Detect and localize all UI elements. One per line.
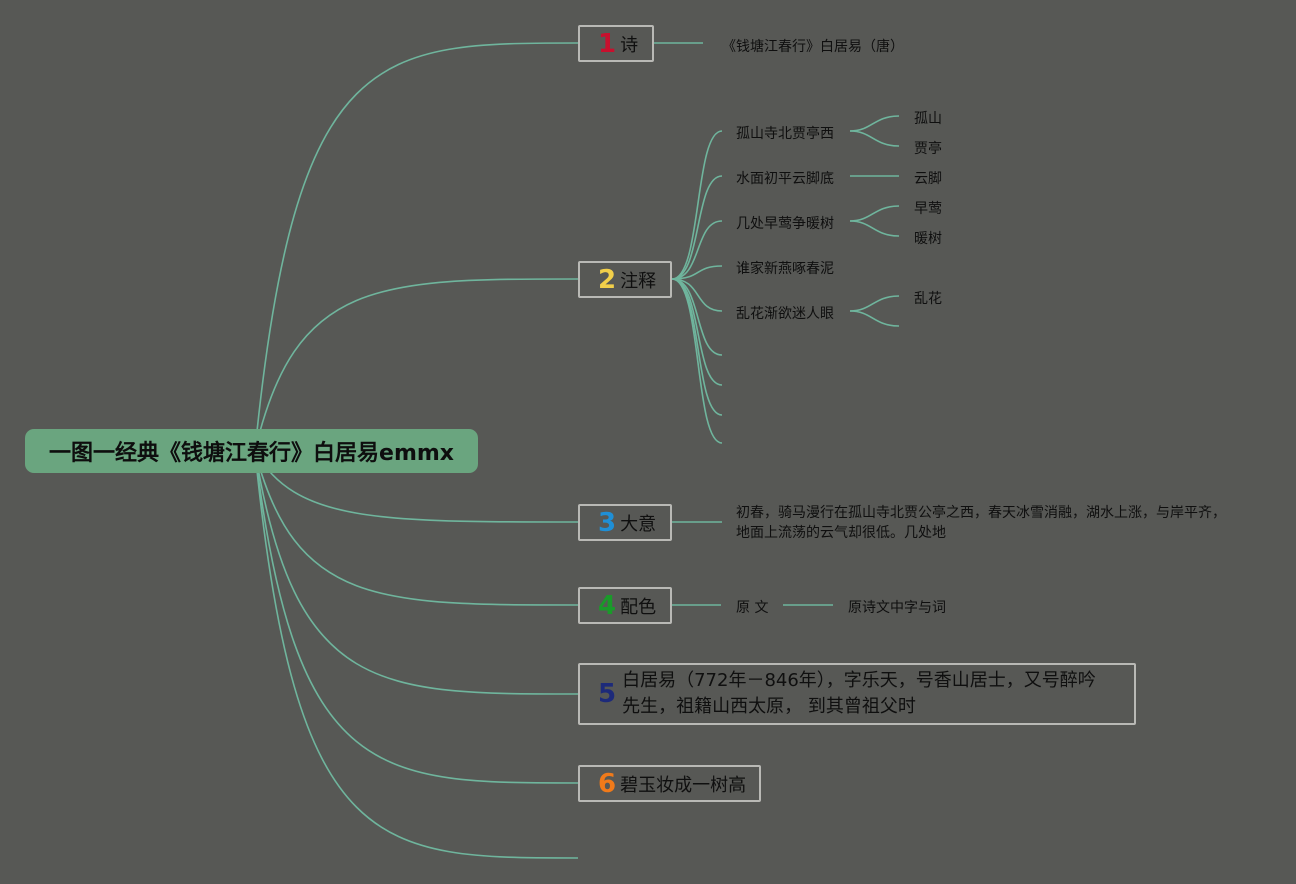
subtopic-poem-title[interactable]: 《钱塘江春行》白居易（唐） (722, 39, 904, 55)
leaf-yunjiao[interactable]: 云脚 (914, 171, 942, 187)
topic-number-5: 5 (598, 679, 617, 709)
subtopic-note-2[interactable]: 水面初平云脚底 (736, 171, 834, 187)
topic-number-4: 4 (598, 590, 617, 621)
topic-4[interactable]: 4 配色 (578, 587, 672, 624)
root-link-1 (254, 42, 579, 452)
note-link-1 (671, 130, 723, 280)
leaf-gushan[interactable]: 孤山 (914, 111, 942, 127)
root-link-4 (254, 450, 579, 606)
root-title: 一图一经典《钱塘江春行》白居易emmx (49, 441, 454, 466)
topic-label-1: 诗 (620, 34, 639, 56)
note-link-9 (671, 278, 723, 444)
root-link-5 (254, 450, 579, 695)
root-link-6 (254, 450, 579, 784)
topic-label-5: 白居易（772年－846年），字乐天，号香山居士，又号醉吟先生，祖籍山西太原， … (622, 670, 1096, 717)
topic-label-4: 配色 (620, 596, 657, 618)
topic-2[interactable]: 2 注释 (578, 261, 672, 298)
note-link-2 (671, 175, 723, 280)
note-link-4 (671, 265, 723, 280)
leaf-zaoying[interactable]: 早莺 (914, 201, 942, 217)
topic-number-3: 3 (598, 507, 617, 538)
topic-label-3: 大意 (620, 513, 657, 535)
leaf-original-words[interactable]: 原诗文中字与词 (848, 600, 946, 616)
topic-number-1: 1 (598, 28, 617, 59)
root-link-7 (254, 450, 579, 859)
leaf-link-2-1 (849, 220, 900, 237)
subtopic-original[interactable]: 原 文 (736, 600, 769, 616)
leaf-link-3-1 (849, 310, 900, 327)
topic-number-6: 6 (598, 768, 617, 799)
subtopic-note-3[interactable]: 几处早莺争暖树 (736, 216, 834, 232)
subtopic-note-1[interactable]: 孤山寺北贾亭西 (736, 126, 834, 142)
note-link-5 (671, 278, 723, 312)
note-link-8 (671, 278, 723, 416)
leaf-luanhua[interactable]: 乱花 (914, 291, 942, 307)
note-link-3 (671, 220, 723, 280)
subtopic-note-5[interactable]: 乱花渐欲迷人眼 (736, 306, 834, 322)
topic-1[interactable]: 1 诗 (578, 25, 654, 62)
root-link-3 (254, 450, 579, 523)
leaf-link-0-0 (849, 115, 900, 132)
topic-6[interactable]: 6 碧玉妆成一树高 (578, 765, 761, 802)
root-link-2 (254, 278, 579, 452)
topic-number-2: 2 (598, 264, 617, 295)
topic-3[interactable]: 3 大意 (578, 504, 672, 541)
topic-label-2: 注释 (620, 270, 657, 292)
leaf-link-3-0 (849, 295, 900, 312)
subtopic-note-4[interactable]: 谁家新燕啄春泥 (736, 261, 834, 277)
leaf-link-0-1 (849, 130, 900, 147)
leaf-link-2-0 (849, 205, 900, 222)
subtopic-meaning[interactable]: 初春，骑马漫行在孤山寺北贾公亭之西，春天冰雪消融，湖水上涨，与岸平齐，地面上流荡… (736, 505, 1226, 541)
leaf-nuanshu[interactable]: 暖树 (914, 231, 942, 247)
leaf-jiating[interactable]: 贾亭 (914, 141, 942, 157)
topic-label-6: 碧玉妆成一树高 (620, 774, 747, 796)
root-topic[interactable]: 一图一经典《钱塘江春行》白居易emmx (25, 429, 478, 473)
topic-5[interactable]: 5 白居易（772年－846年），字乐天，号香山居士，又号醉吟先生，祖籍山西太原… (578, 663, 1136, 725)
